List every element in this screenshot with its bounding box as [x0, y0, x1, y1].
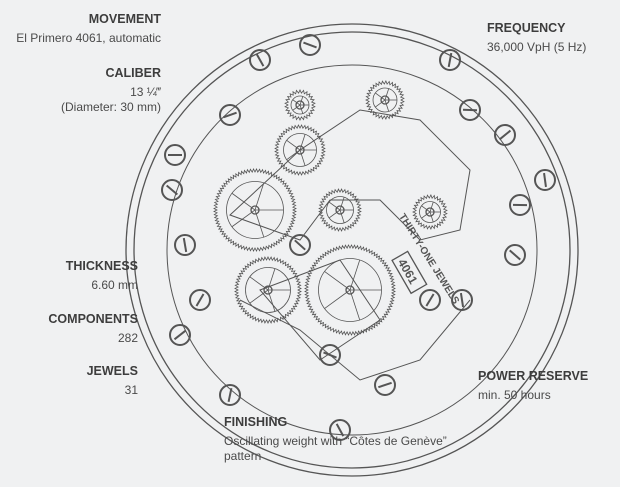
spec-title: JEWELS	[86, 364, 138, 378]
spec-finishing: FINISHING Oscillating weight with “Côtes…	[224, 415, 464, 464]
spec-thickness: THICKNESS 6.60 mm	[66, 259, 138, 293]
gear	[284, 89, 316, 121]
spec-movement: MOVEMENT El Primero 4061, automatic	[16, 12, 161, 46]
screw	[494, 124, 516, 146]
gear	[234, 256, 302, 324]
gear	[365, 80, 405, 120]
spec-caliber: CALIBER 13 ¼‴ (Diameter: 30 mm)	[61, 66, 161, 115]
spec-value: 31	[124, 383, 138, 397]
screw	[219, 384, 241, 406]
spec-title: COMPONENTS	[48, 312, 138, 326]
spec-value-secondary: (Diameter: 30 mm)	[60, 100, 161, 114]
screw	[504, 244, 526, 266]
spec-power-reserve: POWER RESERVE min. 50 hours	[478, 369, 588, 403]
gear	[274, 124, 326, 176]
spec-title: MOVEMENT	[88, 12, 161, 26]
movement-outer-ring	[125, 23, 579, 477]
spec-value: 36,000 VpH (5 Hz)	[487, 40, 587, 54]
spec-value: Oscillating weight with “Côtes de Genève…	[224, 434, 447, 463]
movement-inner-ring	[133, 31, 571, 469]
gear	[304, 244, 396, 336]
screw	[509, 194, 531, 216]
screw	[374, 374, 396, 396]
spec-title: THICKNESS	[65, 259, 138, 273]
screw	[174, 234, 196, 256]
rotor-edge	[239, 299, 471, 381]
gear	[412, 194, 448, 230]
screw	[299, 34, 321, 56]
screw	[189, 289, 211, 311]
screw	[439, 49, 461, 71]
screw	[329, 419, 351, 441]
spec-value: 13 ¼‴	[130, 85, 161, 99]
spec-components: COMPONENTS 282	[48, 312, 138, 346]
screw	[219, 104, 241, 126]
balance-bridge	[259, 259, 381, 361]
spec-title: FINISHING	[224, 415, 288, 429]
spec-value: El Primero 4061, automatic	[16, 31, 161, 45]
main-plate	[166, 64, 538, 436]
spec-frequency: FREQUENCY 36,000 VpH (5 Hz)	[487, 21, 586, 55]
spec-title: FREQUENCY	[487, 21, 566, 35]
screw	[289, 234, 311, 256]
screw	[249, 49, 271, 71]
caliber-plate	[391, 250, 428, 295]
spec-value: 282	[117, 331, 138, 345]
gear	[318, 188, 362, 232]
gear	[213, 168, 297, 252]
spec-value: min. 50 hours	[478, 388, 551, 402]
screw	[419, 289, 441, 311]
screw	[169, 324, 191, 346]
screw	[534, 169, 556, 191]
screw	[161, 179, 183, 201]
screw	[459, 99, 481, 121]
spec-value: 6.60 mm	[91, 278, 138, 292]
spec-title: POWER RESERVE	[478, 369, 589, 383]
spec-title: CALIBER	[105, 66, 161, 80]
screw	[164, 144, 186, 166]
spec-jewels: JEWELS 31	[87, 364, 138, 398]
bridge	[229, 109, 471, 241]
